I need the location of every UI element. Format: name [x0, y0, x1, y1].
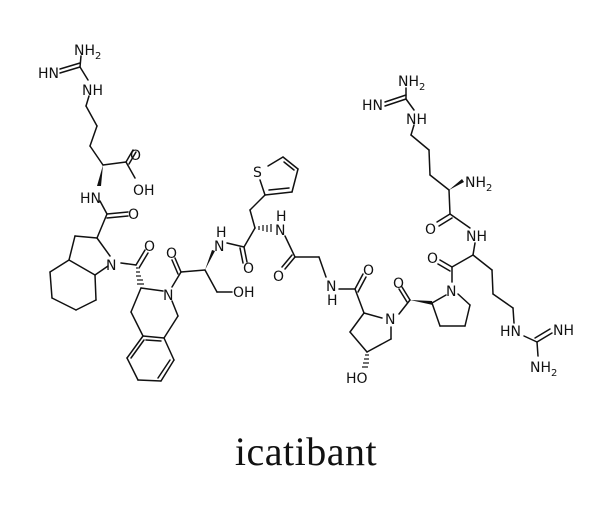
hyp-residue: [338, 273, 411, 368]
label-o: O: [166, 246, 177, 262]
tic-residue: [126, 249, 182, 382]
label-n: N: [326, 279, 336, 295]
label-nh: NH: [82, 83, 103, 99]
label-n: N: [214, 239, 224, 255]
label-nh2: NH2: [74, 43, 101, 62]
ser-residue: [171, 227, 256, 293]
label-h: H: [327, 293, 338, 309]
label-nh: NH: [406, 112, 427, 128]
label-nh2: NH2: [530, 360, 557, 379]
arginine-c-terminal: [59, 55, 137, 239]
label-n: N: [163, 288, 173, 304]
label-n: N: [446, 284, 456, 300]
label-o: O: [427, 251, 438, 267]
label-o: O: [393, 276, 404, 292]
label-s: S: [253, 165, 262, 181]
icatibant-structure-diagram: NH2 HN NH O OH HN O N O N O H N OH S O H…: [38, 43, 574, 387]
label-nh2: NH2: [398, 74, 425, 93]
label-nh: NH: [553, 323, 574, 339]
label-oh: OH: [133, 183, 155, 199]
label-o: O: [128, 207, 139, 223]
label-o: O: [363, 263, 374, 279]
compound-name: icatibant: [234, 429, 378, 474]
label-o: O: [273, 269, 284, 285]
label-nh: NH: [466, 229, 487, 245]
label-n: N: [106, 258, 116, 274]
label-nh2: NH2: [465, 175, 492, 194]
label-o: O: [243, 261, 254, 277]
label-h: H: [276, 209, 287, 225]
pro-residue: [398, 266, 471, 327]
label-hn: HN: [362, 98, 383, 114]
label-hn: HN: [38, 66, 59, 82]
arginine-n-terminal: [384, 87, 471, 229]
atom-labels: NH2 HN NH O OH HN O N O N O H N OH S O H…: [38, 43, 574, 387]
thi-residue: [249, 156, 327, 278]
label-n: N: [275, 223, 285, 239]
label-o: O: [425, 222, 436, 238]
label-o: O: [130, 148, 141, 164]
label-n: N: [385, 312, 395, 328]
label-h: H: [216, 225, 227, 241]
label-oh: OH: [233, 285, 255, 301]
label-hn: HN: [500, 324, 521, 340]
label-o: O: [144, 239, 155, 255]
oic-residue: [49, 235, 137, 311]
arginine-middle: [437, 242, 553, 357]
label-hn: HN: [80, 191, 101, 207]
label-ho: HO: [346, 371, 368, 387]
